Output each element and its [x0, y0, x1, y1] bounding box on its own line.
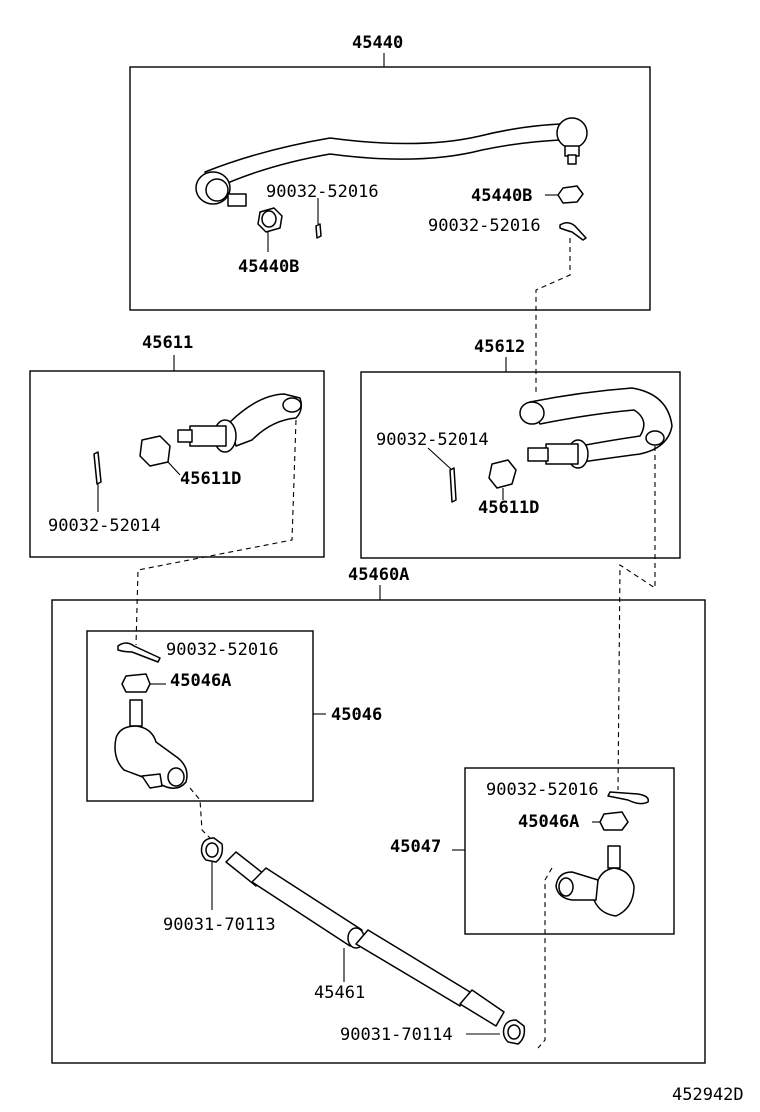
- label-45460a[interactable]: 45460A: [348, 565, 409, 585]
- leader-45047-rod: [537, 867, 553, 1049]
- label-45046a-right[interactable]: 45046A: [518, 812, 579, 832]
- label-45440b-left[interactable]: 45440B: [238, 257, 299, 277]
- box-45611: 45611 45611D 90032-52014: [29, 333, 325, 558]
- box-45611-frame: [29, 370, 325, 558]
- box-45440: 45440 45440B 90032-52016 45440B: [129, 33, 651, 311]
- nut-45046a-left[interactable]: [121, 673, 151, 693]
- pin-52014-left-part[interactable]: [93, 451, 102, 485]
- label-90032-52016-c[interactable]: 90032-52016: [166, 640, 279, 660]
- label-45047[interactable]: 45047: [390, 837, 441, 857]
- pin-45047-part[interactable]: [607, 791, 650, 805]
- box-45440-frame: [129, 66, 651, 311]
- box-45460a: 45460A 45046 90032-52016 45046A: [51, 565, 706, 1064]
- label-90031-70113[interactable]: 90031-70113: [163, 915, 276, 935]
- nut-45440b-left[interactable]: [257, 207, 283, 233]
- box-45046: 45046 90032-52016 45046A: [86, 630, 382, 802]
- label-45611d-left[interactable]: 45611D: [180, 469, 241, 489]
- pin-52014-right-part[interactable]: [449, 467, 457, 503]
- label-90032-52016-a[interactable]: 90032-52016: [266, 182, 379, 202]
- nut-45611d-left[interactable]: [139, 435, 171, 467]
- label-45046[interactable]: 45046: [331, 705, 382, 725]
- box-45047: 45047 90032-52016 45046A: [390, 767, 675, 935]
- box-45612: 45612 90032-52014 45611D: [360, 337, 681, 559]
- nut-45611d-right[interactable]: [488, 459, 517, 489]
- label-90032-52014-right[interactable]: 90032-52014: [376, 430, 489, 450]
- leader-45046-rod: [189, 787, 213, 841]
- nut-90031-70113-part[interactable]: [200, 837, 224, 863]
- box-45612-frame: [360, 371, 681, 559]
- label-45461[interactable]: 45461: [314, 983, 365, 1003]
- label-45046a-left[interactable]: 45046A: [170, 671, 231, 691]
- label-45440b-right[interactable]: 45440B: [471, 186, 532, 206]
- pitman-arm-left-part[interactable]: [177, 393, 303, 453]
- box-45047-frame: [464, 767, 675, 935]
- label-90032-52014-left[interactable]: 90032-52014: [48, 516, 161, 536]
- leader-45440-45612: [535, 238, 571, 395]
- pin-52016-b-part[interactable]: [559, 222, 587, 241]
- leader-45611-45046: [135, 419, 297, 646]
- nut-45440b-right[interactable]: [557, 185, 584, 204]
- label-90032-52016-b[interactable]: 90032-52016: [428, 216, 541, 236]
- label-90032-52016-d[interactable]: 90032-52016: [486, 780, 599, 800]
- tie-rod-end-right-part[interactable]: [555, 845, 635, 917]
- tube-45461-part[interactable]: [225, 851, 505, 1027]
- tie-rod-end-left-part[interactable]: [114, 699, 188, 789]
- nut-90031-70114-part[interactable]: [502, 1019, 526, 1045]
- diagram-code: 452942D: [672, 1085, 744, 1105]
- box-45046-frame: [86, 630, 314, 802]
- nut-45046a-right[interactable]: [599, 811, 629, 831]
- drag-link-part[interactable]: [195, 117, 588, 207]
- pitman-arm-right-part[interactable]: [519, 387, 673, 469]
- box-45460a-frame: [51, 599, 706, 1064]
- label-45611[interactable]: 45611: [142, 333, 193, 353]
- label-45612[interactable]: 45612: [474, 337, 525, 357]
- leader-45612-45047: [617, 446, 656, 791]
- pin-45046-part[interactable]: [117, 642, 161, 663]
- pin-52016-a-part[interactable]: [315, 223, 322, 239]
- label-90031-70114[interactable]: 90031-70114: [340, 1025, 453, 1045]
- label-45440[interactable]: 45440: [352, 33, 403, 53]
- label-45611d-right[interactable]: 45611D: [478, 498, 539, 518]
